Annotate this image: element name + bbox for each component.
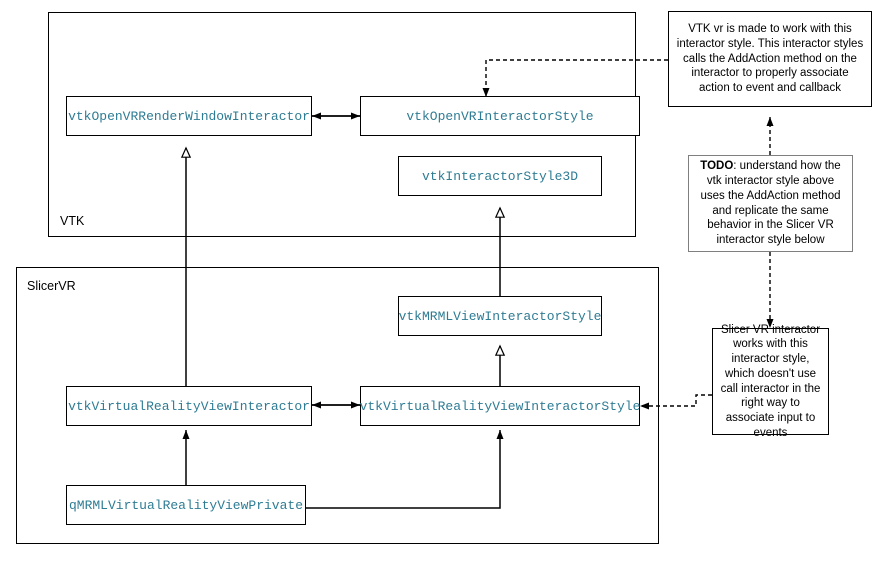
class-label-vtkvirtualrealityviewinteractorstyle: vtkVirtualRealityViewInteractorStyle <box>359 398 641 414</box>
note-text-vtk-interactor-style: VTK vr is made to work with this interac… <box>676 23 864 95</box>
note-todo-rest: : understand how the vtk interactor styl… <box>700 160 841 246</box>
note-box-vtk-interactor-style[interactable]: VTK vr is made to work with this interac… <box>668 11 872 107</box>
note-text-slicer-vr-interactor: Slicer VR interactor works with this int… <box>720 323 821 439</box>
container-slicervr-label: SlicerVR <box>27 279 76 293</box>
class-box-vtkvirtualrealityviewinteractorstyle[interactable]: vtkVirtualRealityViewInteractorStyle <box>360 386 640 426</box>
class-box-vtkvirtualrealityviewinteractor[interactable]: vtkVirtualRealityViewInteractor <box>66 386 312 426</box>
note-box-todo[interactable]: TODO: understand how the vtk interactor … <box>688 155 853 252</box>
note-box-slicer-vr-interactor[interactable]: Slicer VR interactor works with this int… <box>712 324 829 439</box>
class-label-qmrmlvirtualrealityviewprivate: qMRMLVirtualRealityViewPrivate <box>68 497 304 513</box>
note-text-todo: TODO: understand how the vtk interactor … <box>695 159 846 247</box>
class-box-vtkopenvrrenderwindowinteractor[interactable]: vtkOpenVRRenderWindowInteractor <box>66 96 312 136</box>
container-vtk-label: VTK <box>60 214 85 228</box>
class-box-vtkinteractorstyle3d[interactable]: vtkInteractorStyle3D <box>398 156 602 196</box>
class-label-vtkmrmlviewinteractorstyle: vtkMRMLViewInteractorStyle <box>398 308 602 324</box>
class-box-vtkopenvrinteractorstyle[interactable]: vtkOpenVRInteractorStyle <box>360 96 640 136</box>
class-label-vtkopenvrinteractorstyle: vtkOpenVRInteractorStyle <box>406 108 594 124</box>
class-box-qmrmlvirtualrealityviewprivate[interactable]: qMRMLVirtualRealityViewPrivate <box>66 485 306 525</box>
class-label-vtkopenvrrenderwindowinteractor: vtkOpenVRRenderWindowInteractor <box>68 108 310 124</box>
class-box-vtkmrmlviewinteractorstyle[interactable]: vtkMRMLViewInteractorStyle <box>398 296 602 336</box>
class-label-vtkvirtualrealityviewinteractor: vtkVirtualRealityViewInteractor <box>68 398 310 414</box>
class-label-vtkinteractorstyle3d: vtkInteractorStyle3D <box>421 168 579 184</box>
note-todo-prefix: TODO <box>700 160 734 173</box>
